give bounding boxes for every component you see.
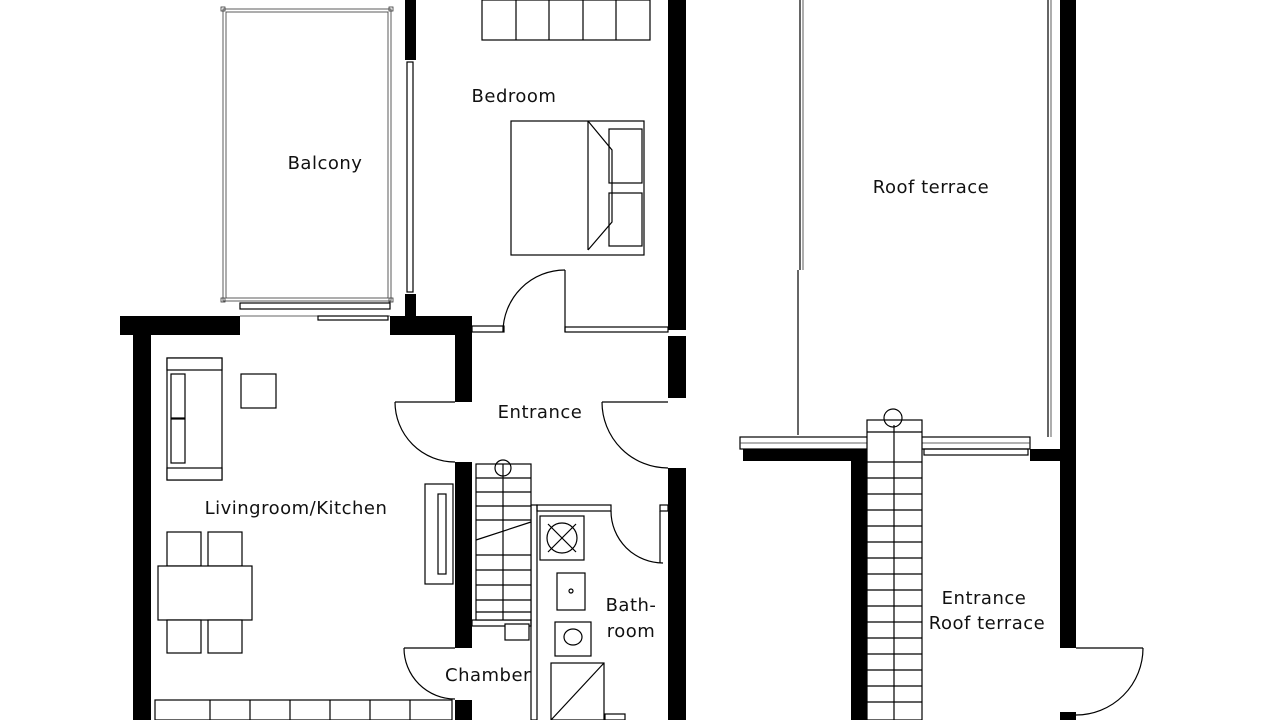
room-label-livingroom-kitchen: Livingroom/Kitchen [205,498,388,519]
room-label-entrance-roof-terrace-line2: Roof terrace [929,613,1045,634]
bedroom-door [502,269,566,333]
entrance-doors [394,401,669,564]
side-table [240,373,277,409]
dining-table [157,531,253,654]
room-label-bedroom: Bedroom [472,86,557,107]
kitchen-counter [154,699,453,720]
right-unit [739,0,1144,720]
balcony [220,6,394,321]
room-label-bathroom-line1: Bath- [606,595,657,616]
room-label-entrance-roof-terrace-line1: Entrance [942,588,1027,609]
double-bed [510,120,645,256]
staircase-left [475,459,532,641]
tv-unit [424,483,454,585]
wardrobe-bedroom [481,0,651,41]
room-label-balcony: Balcony [288,153,363,174]
room-label-bathroom-line2: room [607,621,656,642]
left-unit [120,0,686,720]
roof-entrance-door [1075,647,1144,716]
room-label-chamber: Chamber [445,665,531,686]
sofa [166,357,223,481]
bathroom-fixtures [539,515,626,720]
chamber-door [403,647,456,700]
room-label-roof-terrace: Roof terrace [873,177,989,198]
staircase-right [866,408,923,720]
walls-left [120,0,686,720]
room-label-entrance: Entrance [498,402,583,423]
